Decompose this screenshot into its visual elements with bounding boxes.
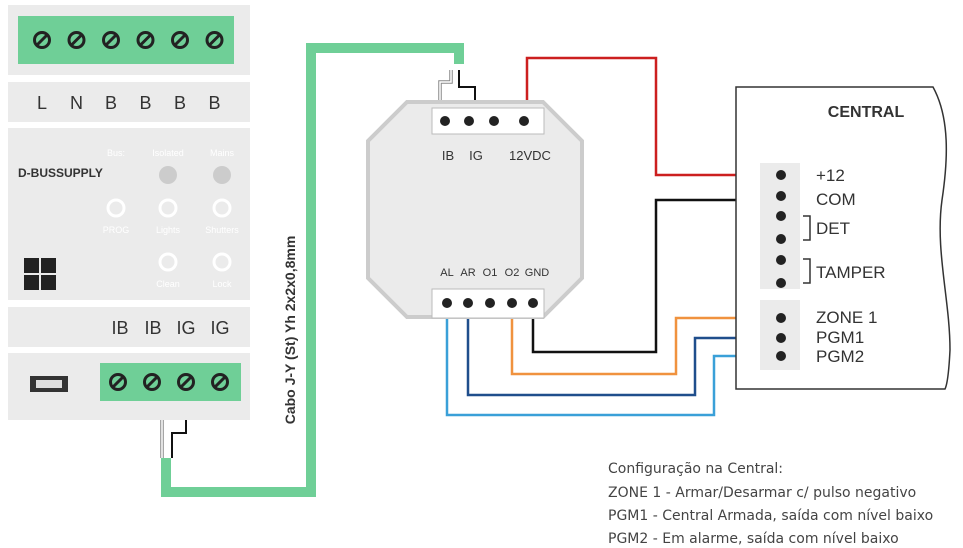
bus-terminal-label: IB xyxy=(144,318,161,338)
pin-dot xyxy=(507,298,517,308)
status-label-isolated: Isolated xyxy=(152,148,184,158)
terminal-label: B xyxy=(139,93,151,113)
supply-bus-label-panel xyxy=(8,307,250,347)
supply-bus-terminal-block xyxy=(100,363,241,401)
screw-icon xyxy=(177,373,195,391)
screw-icon xyxy=(211,373,229,391)
screw-icon xyxy=(109,373,127,391)
screw-icon xyxy=(171,31,189,49)
led-isolated xyxy=(159,166,177,184)
config-line-2: PGM1 - Central Armada, saída com nível b… xyxy=(608,508,933,524)
central-terminal-label: DET xyxy=(816,219,850,238)
pin-label: O2 xyxy=(505,267,520,279)
status-label-bus: Bus: xyxy=(107,148,125,158)
terminal-label: N xyxy=(70,93,83,113)
label-lock: Lock xyxy=(212,279,232,289)
terminal-label: B xyxy=(105,93,117,113)
central-terminal-label: ZONE 1 xyxy=(816,308,877,327)
pin-dot xyxy=(519,116,529,126)
label-lights: Lights xyxy=(156,225,181,235)
pin-dot xyxy=(463,298,473,308)
config-title: Configuração na Central: xyxy=(608,461,783,477)
button-shutters[interactable] xyxy=(212,198,232,218)
central-terminal-label: PGM1 xyxy=(816,328,864,347)
bus-terminal-label: IB xyxy=(111,318,128,338)
pin-label: AL xyxy=(440,267,453,279)
label-clean: Clean xyxy=(156,279,180,289)
terminal-dot xyxy=(776,313,786,323)
pin-label: AR xyxy=(460,267,475,279)
wires xyxy=(148,43,768,497)
screw-icon xyxy=(102,31,120,49)
pin-dot xyxy=(442,298,452,308)
supply-model: D-BUSSUPPLY xyxy=(18,166,103,180)
screw-icon xyxy=(136,31,155,49)
terminal-dot xyxy=(776,170,786,180)
pin-dot xyxy=(528,298,538,308)
pin-label-ig: IG xyxy=(469,148,483,163)
power-supply: L N B B B B D-BUSSUPPLY Bus: Isolated Mains P… xyxy=(8,5,250,420)
config-notes: Configuração na Central: ZONE 1 - Armar/… xyxy=(608,461,933,547)
terminal-dot xyxy=(776,351,786,361)
supply-bus-screws xyxy=(109,373,229,391)
pin-label-ib: IB xyxy=(442,148,454,163)
bus-terminal-label: IG xyxy=(210,318,229,338)
central-terminal-label: +12 xyxy=(816,166,845,185)
lightblue-wire-pgm2 xyxy=(445,318,768,417)
interface-module: IB IG 12VDC AL AR O1 O2 GND xyxy=(366,100,584,319)
pin-dot xyxy=(485,298,495,308)
button-clean[interactable] xyxy=(158,252,178,272)
led-mains xyxy=(213,166,231,184)
red-wire-12v xyxy=(525,56,768,177)
central-title: CENTRAL xyxy=(828,104,905,121)
button-lock[interactable] xyxy=(212,252,232,272)
button-prog[interactable] xyxy=(106,198,126,218)
screw-icon xyxy=(67,31,86,49)
pin-label: GND xyxy=(525,267,550,279)
central-terminal-label: PGM2 xyxy=(816,347,864,366)
terminal-label: L xyxy=(37,93,47,113)
module-wire-ig xyxy=(458,70,476,108)
darkblue-wire-pgm1 xyxy=(466,318,768,397)
config-line-1: ZONE 1 - Armar/Desarmar c/ pulso negativ… xyxy=(608,485,916,501)
pin-dot xyxy=(440,116,450,126)
pin-dot xyxy=(489,116,499,126)
supply-label-panel xyxy=(8,82,250,122)
cable-label: Cabo J-Y (St) Yh 2x2x0,8mm xyxy=(282,236,298,425)
central-terminal-label: COM xyxy=(816,190,856,209)
label-shutters: Shutters xyxy=(205,225,239,235)
pin-label-12vdc: 12VDC xyxy=(509,148,551,163)
config-line-3: PGM2 - Em alarme, saída com nível baixo xyxy=(608,531,899,547)
supply-top-terminal-block xyxy=(18,16,234,64)
status-label-mains: Mains xyxy=(210,148,235,158)
button-lights[interactable] xyxy=(158,198,178,218)
terminal-dot xyxy=(776,333,786,343)
central-terminal-block-top xyxy=(760,163,800,289)
bus-terminal-label: IG xyxy=(176,318,195,338)
pin-dot xyxy=(464,116,474,126)
terminal-dot xyxy=(776,211,786,221)
orange-wire-zone1 xyxy=(510,316,768,376)
terminal-label: B xyxy=(174,93,186,113)
supply-top-screws xyxy=(33,31,224,49)
terminal-dot xyxy=(776,278,786,288)
black-wire-gnd xyxy=(531,198,768,354)
screw-icon xyxy=(33,31,51,49)
terminal-dot xyxy=(776,255,786,265)
central-terminal-label: TAMPER xyxy=(816,263,886,282)
green-cable xyxy=(161,43,464,497)
screw-icon xyxy=(205,31,224,49)
pin-label: O1 xyxy=(483,267,498,279)
label-prog: PROG xyxy=(103,225,130,235)
terminal-dot xyxy=(776,191,786,201)
terminal-label: B xyxy=(208,93,220,113)
det-bracket xyxy=(803,215,811,241)
tamper-bracket xyxy=(803,258,811,284)
screw-icon xyxy=(143,373,161,391)
brand-logo-icon xyxy=(24,258,56,290)
terminal-dot xyxy=(776,234,786,244)
